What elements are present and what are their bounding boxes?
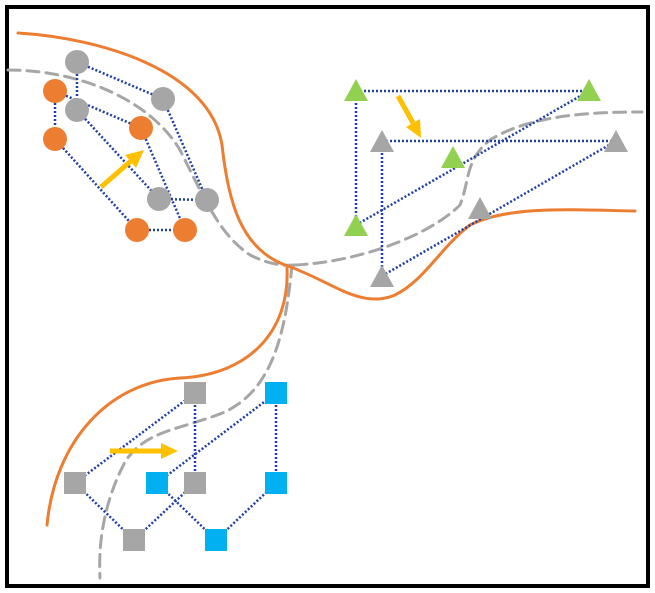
square-cluster xyxy=(64,382,287,551)
shift-arrows xyxy=(99,94,421,459)
triangle-node-icon xyxy=(370,265,394,287)
triangle-node-icon xyxy=(577,79,601,101)
dashed-boundaries xyxy=(6,68,644,580)
circle-node-icon xyxy=(65,50,89,74)
solid-boundary-top-right xyxy=(283,208,637,301)
diagram-frame xyxy=(5,5,650,588)
shift-arrow-icon xyxy=(395,94,421,138)
square-node-icon xyxy=(64,472,86,494)
square-node-icon xyxy=(123,529,145,551)
circle-node-icon xyxy=(147,187,171,211)
shift-arrow-icon xyxy=(99,150,144,189)
circle-node-icon xyxy=(173,218,197,242)
triangle-cluster xyxy=(344,79,628,287)
triangle-node-icon xyxy=(441,146,465,168)
square-node-icon xyxy=(265,472,287,494)
circle-node-icon xyxy=(43,127,67,151)
circle-node-icon xyxy=(43,79,67,103)
shift-arrow-icon xyxy=(110,443,178,459)
square-node-icon xyxy=(265,382,287,404)
triangle-node-icon xyxy=(344,79,368,101)
circle-node-icon xyxy=(125,218,149,242)
triangle-node-icon xyxy=(604,130,628,152)
circle-node-icon xyxy=(65,98,89,122)
square-node-icon xyxy=(184,472,206,494)
triangle-node-icon xyxy=(344,214,368,236)
solid-boundaries xyxy=(16,31,637,527)
triangle-node-icon xyxy=(468,197,492,219)
solid-boundary-top-left xyxy=(16,31,287,267)
triangle-node-icon xyxy=(370,130,394,152)
circle-node-icon xyxy=(195,188,219,212)
circle-node-icon xyxy=(151,87,175,111)
dashed-boundary-top-left xyxy=(6,68,297,267)
dashed-boundary-bottom xyxy=(98,263,294,580)
circle-cluster xyxy=(43,50,219,242)
circle-node-icon xyxy=(129,116,153,140)
square-node-icon xyxy=(184,382,206,404)
square-node-icon xyxy=(146,472,168,494)
square-node-icon xyxy=(205,529,227,551)
dashed-boundary-top-right xyxy=(293,110,644,267)
solid-boundary-bottom xyxy=(45,266,289,527)
